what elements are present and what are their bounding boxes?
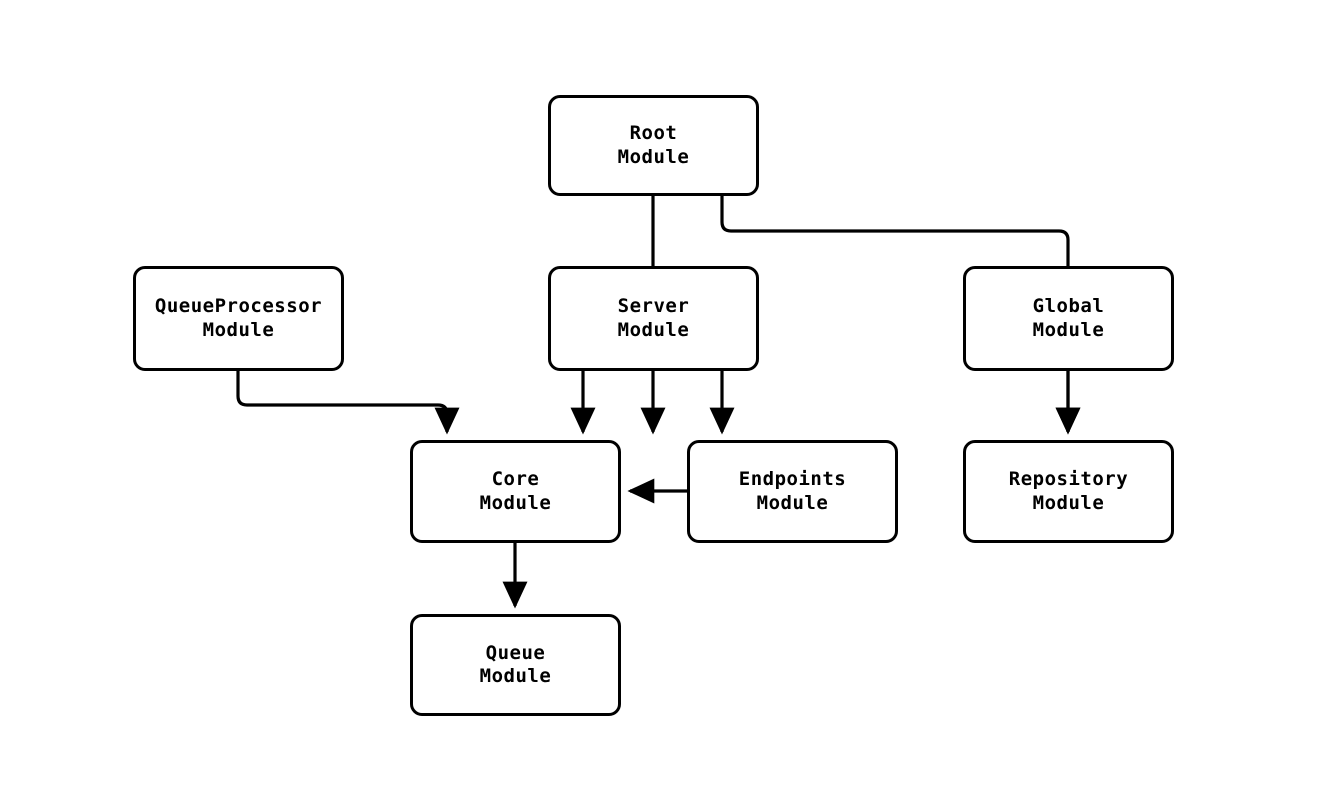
node-queue-module-line2: Module	[479, 665, 552, 687]
node-global-module-line1: Global	[1032, 295, 1105, 318]
node-root-module[interactable]: Root Module	[548, 95, 759, 196]
node-core-module-line1: Core	[491, 468, 540, 491]
node-server-module-line1: Server	[617, 295, 690, 318]
node-queueprocessor-module[interactable]: QueueProcessor Module	[133, 266, 344, 371]
node-root-module-line2: Module	[617, 145, 690, 168]
node-endpoints-module-line1: Endpoints	[738, 468, 847, 491]
node-repository-module-line1: Repository	[1008, 468, 1129, 491]
node-queueprocessor-module-line1: QueueProcessor	[154, 295, 323, 318]
edge-queueprocessor-core	[236, 371, 460, 435]
node-queue-module-line1: Queue	[485, 641, 546, 664]
node-server-module-line2: Module	[617, 318, 690, 341]
node-queueprocessor-module-line2: Module	[202, 318, 275, 341]
node-root-module-line1: Root	[629, 122, 678, 145]
node-core-module[interactable]: Core Module	[410, 440, 621, 543]
node-global-module[interactable]: Global Module	[963, 266, 1174, 371]
node-server-module[interactable]: Server Module	[548, 266, 759, 371]
node-endpoints-module-line2: Module	[756, 491, 829, 514]
node-queue-module[interactable]: Queue Module	[410, 614, 621, 716]
node-repository-module[interactable]: Repository Module	[963, 440, 1174, 543]
node-core-module-line2: Module	[479, 491, 552, 514]
node-global-module-line2: Module	[1032, 318, 1105, 341]
node-endpoints-module[interactable]: Endpoints Module	[687, 440, 898, 543]
node-repository-module-line2: Module	[1032, 491, 1105, 514]
